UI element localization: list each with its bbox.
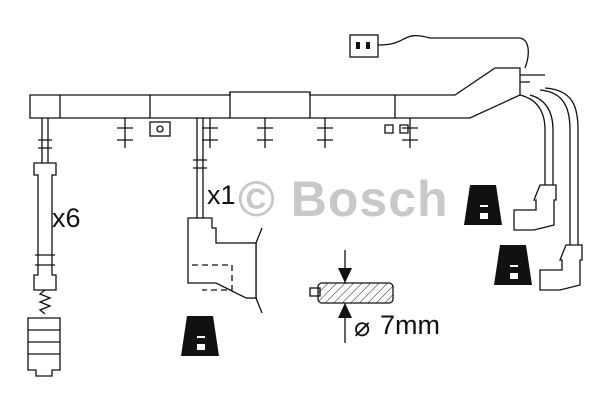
spark-plug-cable-x6 — [27, 118, 61, 377]
sensor-connector — [349, 34, 545, 83]
diameter-value: 7mm — [380, 310, 440, 340]
black-plug-boot — [494, 245, 532, 285]
coil-cable-x1 — [187, 118, 263, 314]
diameter-symbol: ⌀ — [354, 312, 371, 342]
black-plug-boot — [464, 185, 502, 225]
quantity-label-x6: x6 — [52, 203, 81, 233]
cable-harness-bar — [29, 67, 521, 119]
angled-plug-cables — [513, 87, 583, 291]
bosch-watermark: © Bosch — [238, 171, 449, 227]
quantity-label-x1: x1 — [207, 180, 236, 210]
black-plug-boot — [181, 316, 219, 356]
cable-diameter-detail — [309, 250, 394, 343]
plug-connectors — [117, 118, 418, 148]
